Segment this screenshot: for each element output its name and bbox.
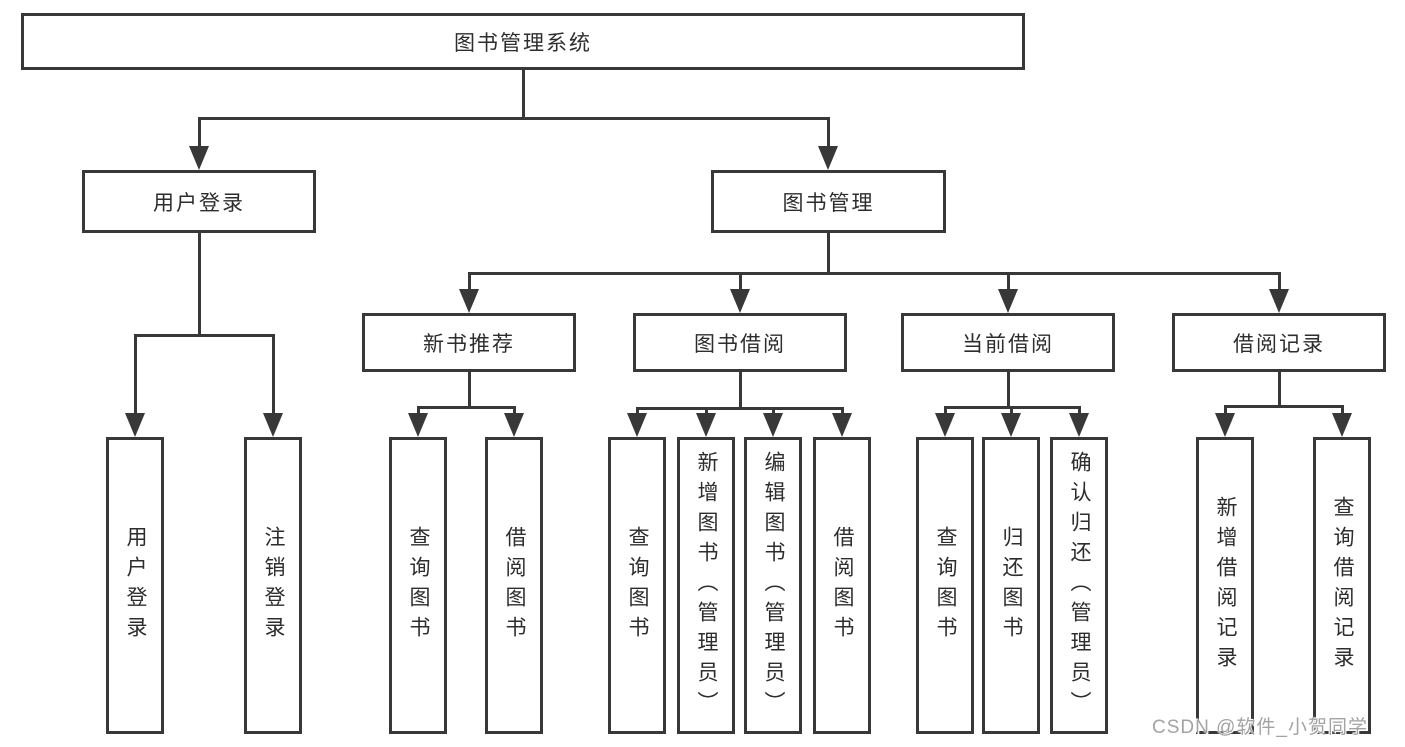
node-book-management: 图书管理 <box>711 170 946 233</box>
edge-drop-leaf <box>134 335 137 417</box>
arrowhead-down-icon <box>818 146 838 170</box>
arrowhead-down-icon <box>1069 413 1089 437</box>
leaf-user-login: 用户登录 <box>106 437 164 734</box>
arrowhead-down-icon <box>1001 413 1021 437</box>
arrowhead-down-icon <box>935 413 955 437</box>
edge-drop-leaf <box>1078 407 1081 417</box>
edge-drop-leaf <box>272 335 275 417</box>
edge-drop-leaf <box>705 408 708 417</box>
arrowhead-down-icon <box>1332 413 1352 437</box>
edge-group-stem <box>468 372 471 408</box>
leaf-logout-login: 注销登录 <box>244 437 302 734</box>
arrowhead-down-icon <box>1269 289 1289 313</box>
edge-drop-book-mgmt <box>827 118 830 150</box>
leaf-borrow-books-recommend: 借阅图书 <box>485 437 543 734</box>
node-current-borrowing: 当前借阅 <box>901 313 1115 372</box>
edge-group-stem <box>1278 372 1281 407</box>
edge-drop-user-login <box>198 118 201 150</box>
edge-group-stem <box>739 372 742 409</box>
leaf-confirm-return-admin: 确认归还（管理员） <box>1050 437 1108 734</box>
arrowhead-down-icon <box>730 289 750 313</box>
csdn-watermark: CSDN @软件_小贺同学 <box>1152 717 1368 738</box>
edge-group-split <box>417 406 516 409</box>
edge-book-mgmt-stem <box>827 233 830 274</box>
leaf-borrow-books-borrowing: 借阅图书 <box>813 437 871 734</box>
arrowhead-down-icon <box>459 289 479 313</box>
edge-drop-leaf <box>1010 407 1013 417</box>
edge-drop-leaf <box>772 408 775 417</box>
leaf-query-books-current: 查询图书 <box>916 437 974 734</box>
edge-drop-leaf <box>1224 406 1227 417</box>
arrowhead-down-icon <box>696 413 716 437</box>
edge-user-login-split <box>134 334 275 337</box>
arrowhead-down-icon <box>627 413 647 437</box>
arrowhead-down-icon <box>504 413 524 437</box>
arrowhead-down-icon <box>408 413 428 437</box>
edge-drop-group <box>1007 273 1010 293</box>
edge-drop-leaf <box>841 408 844 417</box>
edge-drop-leaf <box>636 408 639 417</box>
edge-drop-leaf <box>1341 406 1344 417</box>
edge-group-split <box>636 407 844 410</box>
arrowhead-down-icon <box>189 146 209 170</box>
edge-level2-split <box>198 117 830 120</box>
edge-drop-group <box>1278 273 1281 293</box>
edge-level3-split <box>468 272 1281 275</box>
leaf-add-borrow-record: 新增借阅记录 <box>1196 437 1254 734</box>
edge-drop-group <box>739 273 742 293</box>
arrowhead-down-icon <box>125 413 145 437</box>
node-library-management-system: 图书管理系统 <box>21 13 1025 70</box>
node-user-login: 用户登录 <box>82 170 316 233</box>
arrowhead-down-icon <box>1215 413 1235 437</box>
edge-root-stem <box>522 70 525 118</box>
node-book-borrowing: 图书借阅 <box>633 313 847 372</box>
arrowhead-down-icon <box>998 289 1018 313</box>
node-borrowing-records: 借阅记录 <box>1172 313 1386 372</box>
leaf-query-books-borrowing: 查询图书 <box>608 437 666 734</box>
edge-drop-leaf <box>417 407 420 417</box>
edge-drop-group <box>468 273 471 293</box>
edge-drop-leaf <box>944 407 947 417</box>
node-new-book-recommend: 新书推荐 <box>362 313 576 372</box>
edge-group-stem <box>1007 372 1010 408</box>
leaf-add-books-admin: 新增图书（管理员） <box>677 437 735 734</box>
leaf-query-books-recommend: 查询图书 <box>389 437 447 734</box>
leaf-return-books: 归还图书 <box>982 437 1040 734</box>
arrowhead-down-icon <box>263 413 283 437</box>
leaf-query-borrow-record: 查询借阅记录 <box>1313 437 1371 734</box>
leaf-edit-books-admin: 编辑图书（管理员） <box>744 437 802 734</box>
edge-group-split <box>1224 405 1344 408</box>
arrowhead-down-icon <box>763 413 783 437</box>
edge-drop-leaf <box>513 407 516 417</box>
edge-user-login-stem <box>198 233 201 336</box>
arrowhead-down-icon <box>832 413 852 437</box>
